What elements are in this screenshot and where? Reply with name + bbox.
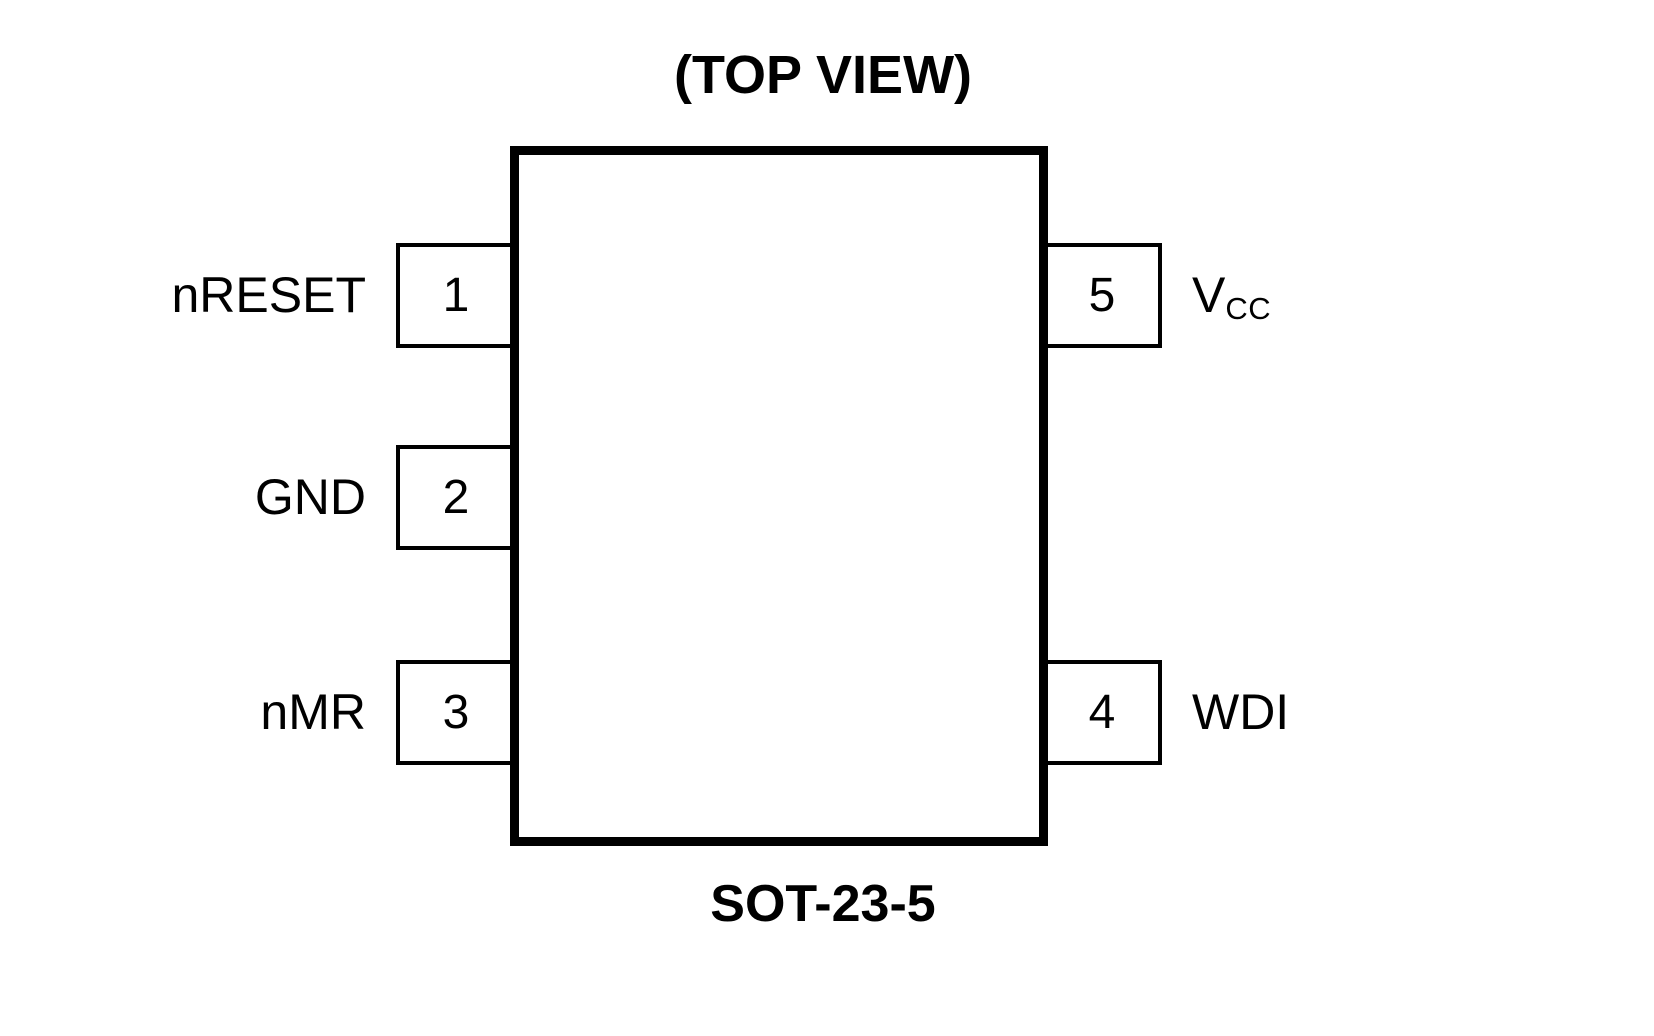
pin-label-5-text: V (1192, 267, 1226, 323)
pin-label-2-text: GND (254, 469, 366, 525)
pin-label-4: WDI (1192, 687, 1289, 737)
pin-number-3: 3 (442, 685, 470, 739)
pin-number-2: 2 (442, 470, 470, 524)
pin-number-5: 5 (1088, 268, 1116, 322)
pin-label-5: VCC (1192, 267, 1271, 324)
pin-box-3: 3 (396, 660, 516, 765)
pin-label-2: GND (255, 472, 366, 522)
pin-label-3-text: nMR (260, 684, 366, 740)
pin-label-3: nMR (260, 687, 366, 737)
pin-box-5: 5 (1042, 243, 1162, 348)
pin-number-4: 4 (1088, 685, 1116, 739)
pin-box-2: 2 (396, 445, 516, 550)
diagram-title: (TOP VIEW) (0, 48, 1654, 102)
pin-box-4: 4 (1042, 660, 1162, 765)
diagram-title-text: (TOP VIEW) (673, 45, 973, 105)
pin-label-5-subscript: CC (1225, 290, 1272, 326)
pin-box-1: 1 (396, 243, 516, 348)
package-body-outline (510, 146, 1048, 846)
pin-number-1: 1 (442, 268, 470, 322)
package-name-caption: SOT-23-5 (0, 878, 1654, 930)
pin-label-1-text: nRESET (171, 267, 366, 323)
pin-label-1: nRESET (171, 270, 366, 320)
package-name-text: SOT-23-5 (710, 875, 936, 933)
pin-label-4-text: WDI (1192, 684, 1290, 740)
